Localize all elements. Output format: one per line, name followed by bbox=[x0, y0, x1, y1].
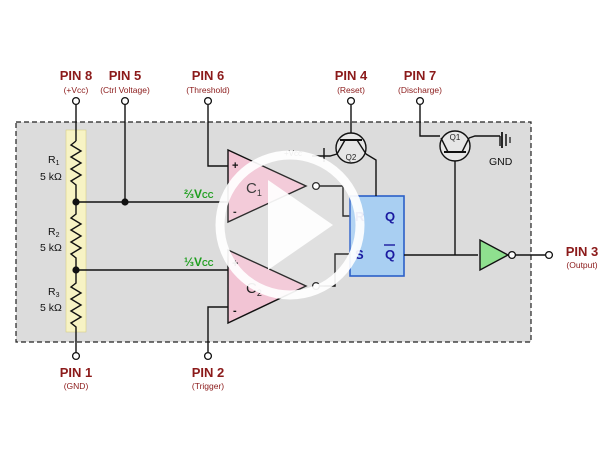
play-icon[interactable] bbox=[215, 150, 365, 300]
q2-label: Q2 bbox=[346, 153, 357, 162]
pin7-desc: (Discharge) bbox=[398, 85, 442, 95]
transistor-q1 bbox=[419, 105, 511, 162]
r2-value: 5 kΩ bbox=[40, 242, 62, 254]
pin2-name: PIN 2 bbox=[192, 365, 225, 380]
pin2-desc: (Trigger) bbox=[192, 381, 224, 391]
pin-terminals bbox=[71, 96, 554, 361]
r1-value: 5 kΩ bbox=[40, 171, 62, 183]
pin4-name: PIN 4 bbox=[335, 68, 368, 83]
pin6-desc: (Threshold) bbox=[186, 85, 230, 95]
pin1-name: PIN 1 bbox=[60, 365, 93, 380]
pin3-name: PIN 3 bbox=[566, 244, 599, 259]
gnd-label: GND bbox=[489, 156, 513, 168]
threshold-wire bbox=[207, 105, 228, 167]
c2-minus: - bbox=[233, 305, 237, 317]
q1-label: Q1 bbox=[450, 133, 461, 142]
r1-label: R1 bbox=[48, 154, 60, 167]
c1-label: C1 bbox=[246, 180, 262, 198]
ff-s: S bbox=[355, 247, 364, 262]
pin7-name: PIN 7 bbox=[404, 68, 437, 83]
r2-label: R2 bbox=[48, 226, 60, 239]
c1-plus: + bbox=[232, 160, 238, 172]
ff-qbar: Q bbox=[385, 247, 395, 262]
c1-minus: - bbox=[233, 206, 237, 218]
pin6-name: PIN 6 bbox=[192, 68, 225, 83]
pin1-desc: (GND) bbox=[64, 381, 89, 391]
c1-ref-label: ⅔VCC bbox=[184, 187, 214, 201]
output-buffer bbox=[479, 238, 510, 272]
c2-ref-label: ⅓VCC bbox=[184, 255, 214, 269]
comparator-c2 bbox=[227, 248, 308, 325]
trigger-wire bbox=[207, 306, 228, 352]
r3-label: R3 bbox=[48, 286, 60, 299]
pin4-desc: (Reset) bbox=[337, 85, 365, 95]
r3-value: 5 kΩ bbox=[40, 302, 62, 314]
pin5-name: PIN 5 bbox=[109, 68, 142, 83]
pin8-name: PIN 8 bbox=[60, 68, 93, 83]
ff-q: Q bbox=[385, 209, 395, 224]
pin5-desc: (Ctrl Voltage) bbox=[100, 85, 150, 95]
pin3-desc: (Output) bbox=[566, 260, 597, 270]
pin8-desc: (+Vcc) bbox=[64, 85, 89, 95]
divider-wires bbox=[69, 101, 228, 355]
